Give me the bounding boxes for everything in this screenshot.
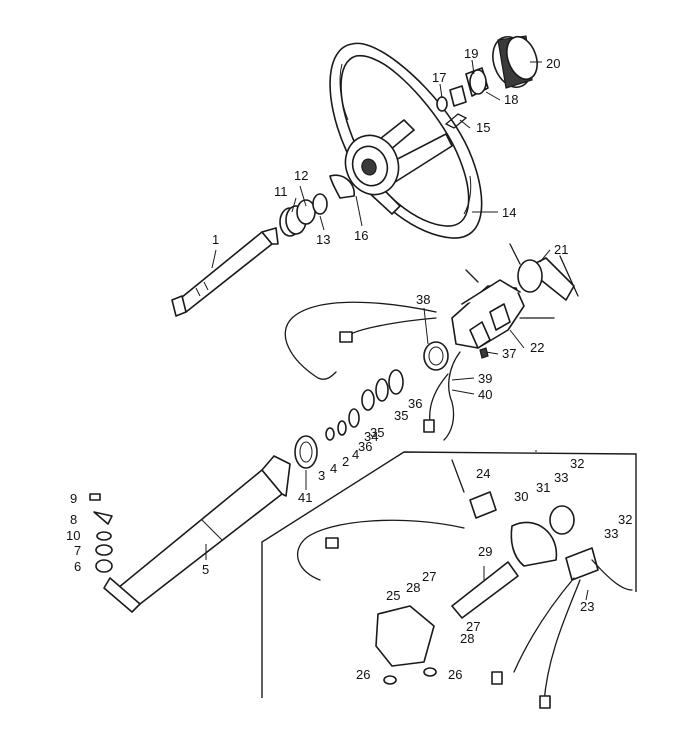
callout-30: 30 <box>514 489 528 504</box>
callout-21: 21 <box>554 242 568 257</box>
callout-19: 19 <box>464 46 478 61</box>
callout-37: 37 <box>502 346 516 361</box>
callout-36-upper: 36 <box>408 396 422 411</box>
callout-28-lower: 28 <box>460 631 474 646</box>
callout-12: 12 <box>294 168 308 183</box>
combination-switch-housing <box>451 269 555 349</box>
steering-wheel <box>329 42 483 239</box>
callout-40: 40 <box>478 387 492 402</box>
callout-5: 5 <box>202 562 209 577</box>
callout-13: 13 <box>316 232 330 247</box>
switch-and-lever-detail <box>296 459 633 709</box>
callout-17: 17 <box>432 70 446 85</box>
callout-35-upper: 35 <box>394 408 408 423</box>
callout-23: 23 <box>580 599 594 614</box>
callout-18: 18 <box>504 92 518 107</box>
callout-20: 20 <box>546 56 560 71</box>
callout-27-upper: 27 <box>422 569 436 584</box>
column-tube <box>103 455 291 613</box>
column-bushings <box>279 174 355 237</box>
column-rings-and-washers <box>294 341 489 469</box>
wiring-harness-upper <box>284 301 461 441</box>
callout-3: 3 <box>318 468 325 483</box>
callout-labels: 1 11 12 13 16 14 15 17 18 19 20 21 22 38… <box>66 46 632 682</box>
callout-8: 8 <box>70 512 77 527</box>
callout-11: 11 <box>274 184 288 199</box>
detail-frame <box>261 451 637 698</box>
callout-29: 29 <box>478 544 492 559</box>
callout-15: 15 <box>476 120 490 135</box>
callout-16: 16 <box>354 228 368 243</box>
callout-33-upper: 33 <box>554 470 568 485</box>
callout-39: 39 <box>478 371 492 386</box>
steering-shaft <box>171 227 279 317</box>
callout-27-lower: 27 <box>466 619 480 634</box>
callout-26-left: 26 <box>356 667 370 682</box>
callout-34: 34 <box>364 429 378 444</box>
callout-6: 6 <box>74 559 81 574</box>
callout-36-lower: 36 <box>358 439 372 454</box>
callout-32-lower: 32 <box>618 512 632 527</box>
callout-22: 22 <box>530 340 544 355</box>
callout-9: 9 <box>70 491 77 506</box>
callout-32-upper: 32 <box>570 456 584 471</box>
callout-26-right: 26 <box>448 667 462 682</box>
callout-33-lower: 33 <box>604 526 618 541</box>
turn-signal-lever <box>509 243 579 301</box>
callout-2: 2 <box>342 454 349 469</box>
leader-lines <box>205 59 589 601</box>
callout-35-lower: 35 <box>370 425 384 440</box>
callout-14: 14 <box>502 205 516 220</box>
callout-7: 7 <box>74 543 81 558</box>
callout-38: 38 <box>416 292 430 307</box>
callout-1: 1 <box>212 232 219 247</box>
callout-28-upper: 28 <box>406 580 420 595</box>
callout-41: 41 <box>298 490 312 505</box>
horn-button-assembly <box>436 35 538 129</box>
callout-25: 25 <box>386 588 400 603</box>
callout-31: 31 <box>536 480 550 495</box>
callout-24: 24 <box>476 466 490 481</box>
callout-10: 10 <box>66 528 80 543</box>
mounting-hardware <box>89 493 113 573</box>
callout-4-lower: 4 <box>330 461 337 476</box>
callout-4-upper: 4 <box>352 447 359 462</box>
